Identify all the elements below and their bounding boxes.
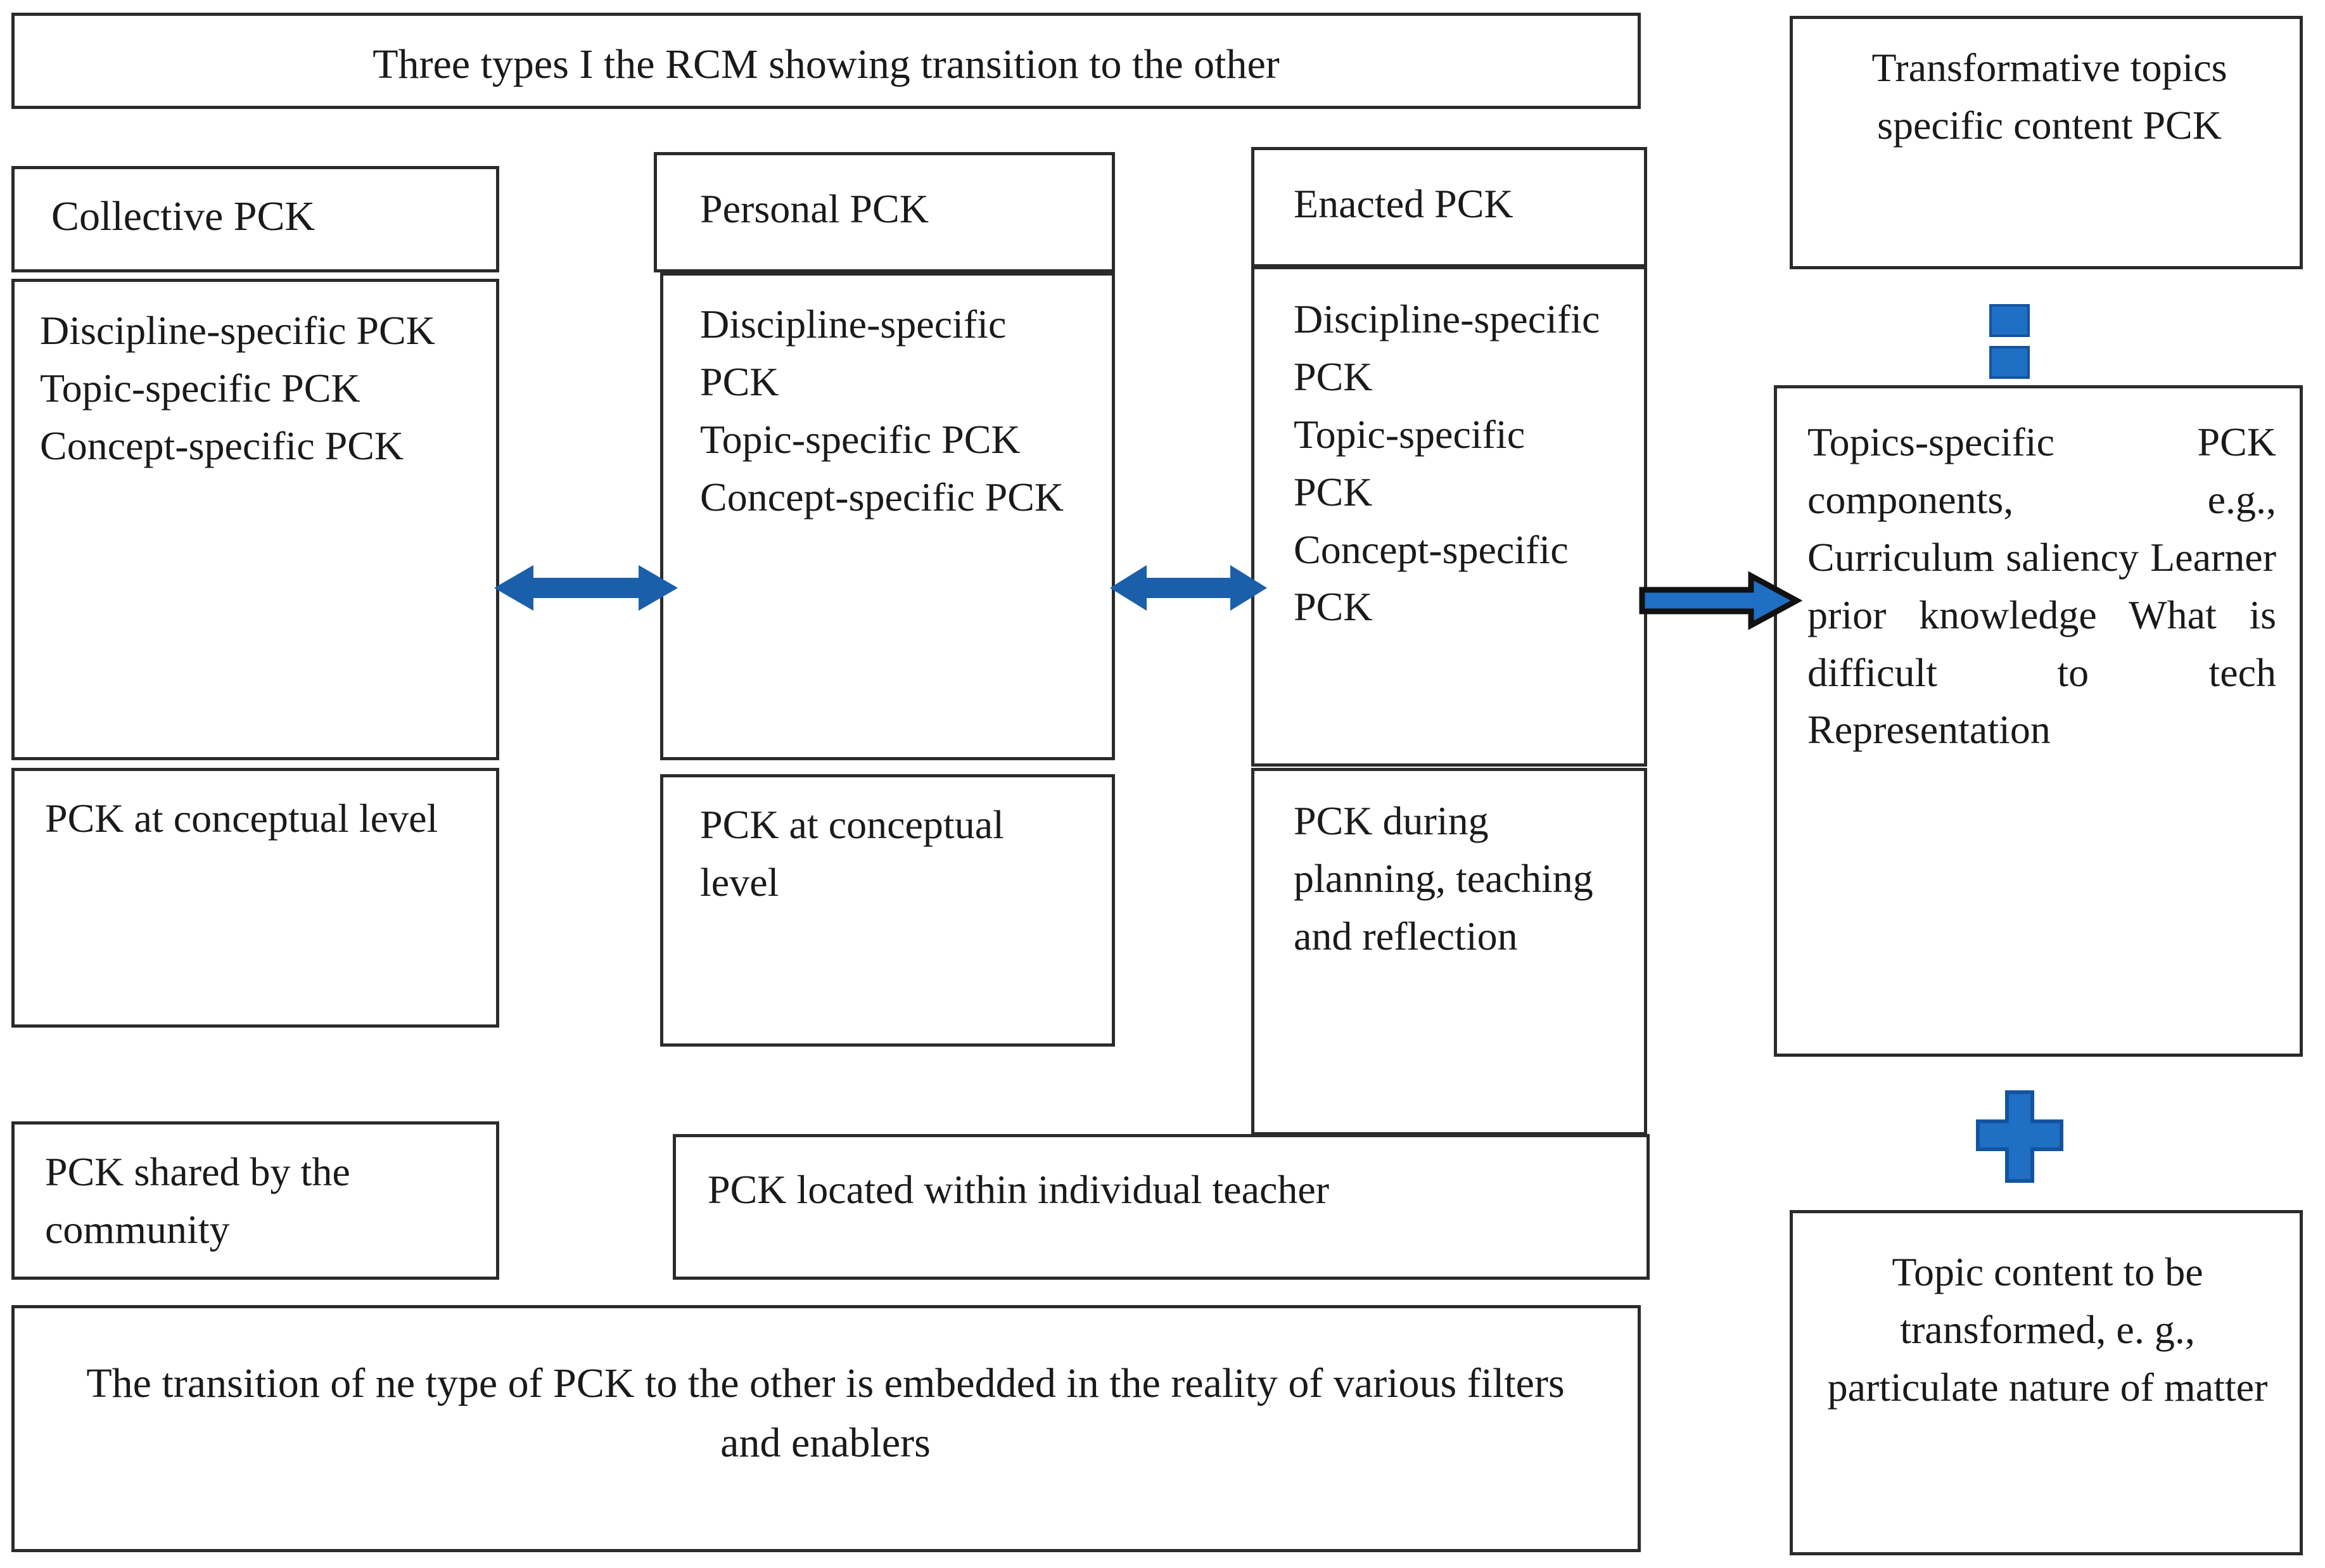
equals-sign-bar-top bbox=[1989, 304, 2030, 337]
footer-banner-box: The transition of ne type of PCK to the … bbox=[11, 1305, 1641, 1552]
enacted-level-text: PCK during planning, teaching and reflec… bbox=[1294, 798, 1603, 959]
footer-banner-text: The transition of ne type of PCK to the … bbox=[86, 1360, 1576, 1466]
personal-level-box: PCK at conceptual level bbox=[660, 774, 1115, 1047]
enacted-header-text: Enacted PCK bbox=[1294, 181, 1513, 226]
collective-locus-box: PCK shared by the community bbox=[11, 1121, 499, 1280]
personal-locus-box: PCK located within individual teacher bbox=[673, 1134, 1650, 1280]
arrow-collective-personal bbox=[494, 563, 678, 613]
personal-level-text: PCK at conceptual level bbox=[700, 802, 1014, 905]
collective-header-text: Collective PCK bbox=[51, 193, 315, 239]
collective-level-box: PCK at conceptual level bbox=[11, 768, 499, 1028]
enacted-components-box: Discipline-specific PCK Topic-specific P… bbox=[1251, 266, 1647, 767]
personal-header-box: Personal PCK bbox=[654, 152, 1115, 272]
plus-sign-icon bbox=[1969, 1088, 2070, 1190]
collective-level-text: PCK at conceptual level bbox=[45, 796, 438, 841]
collective-components-box: Discipline-specific PCK Topic-specific P… bbox=[11, 279, 499, 760]
equals-sign-bar-bottom bbox=[1989, 346, 2030, 379]
transformative-box: Transformative topics specific content P… bbox=[1790, 16, 2303, 269]
transformative-text: Transformative topics specific content P… bbox=[1871, 45, 2238, 148]
enacted-level-box: PCK during planning, teaching and reflec… bbox=[1251, 768, 1647, 1135]
topic-content-text: Topic content to be transformed, e. g., … bbox=[1827, 1249, 2268, 1410]
topics-components-box: Topics-specific PCK components, e.g., Cu… bbox=[1774, 385, 2303, 1057]
title-banner-box: Three types I the RCM showing transition… bbox=[11, 13, 1641, 109]
collective-components-text: Discipline-specific PCK Topic-specific P… bbox=[40, 308, 435, 468]
personal-header-text: Personal PCK bbox=[700, 186, 929, 231]
enacted-components-text: Discipline-specific PCK Topic-specific P… bbox=[1294, 296, 1600, 630]
equals-sign-icon bbox=[1989, 304, 2059, 386]
personal-locus-text: PCK located within individual teacher bbox=[708, 1167, 1330, 1212]
collective-header-box: Collective PCK bbox=[11, 166, 499, 272]
topic-content-box: Topic content to be transformed, e. g., … bbox=[1790, 1210, 2303, 1555]
topics-components-text: Topics-specific PCK components, e.g., Cu… bbox=[1807, 419, 2286, 753]
collective-locus-text: PCK shared by the community bbox=[45, 1149, 360, 1252]
personal-components-text: Discipline-specific PCK Topic-specific P… bbox=[700, 302, 1064, 519]
personal-components-box: Discipline-specific PCK Topic-specific P… bbox=[660, 272, 1115, 760]
enacted-header-box: Enacted PCK bbox=[1251, 147, 1647, 267]
arrow-personal-enacted bbox=[1110, 563, 1267, 613]
arrow-enacted-transformative bbox=[1639, 571, 1803, 630]
title-banner-text: Three types I the RCM showing transition… bbox=[373, 41, 1280, 87]
